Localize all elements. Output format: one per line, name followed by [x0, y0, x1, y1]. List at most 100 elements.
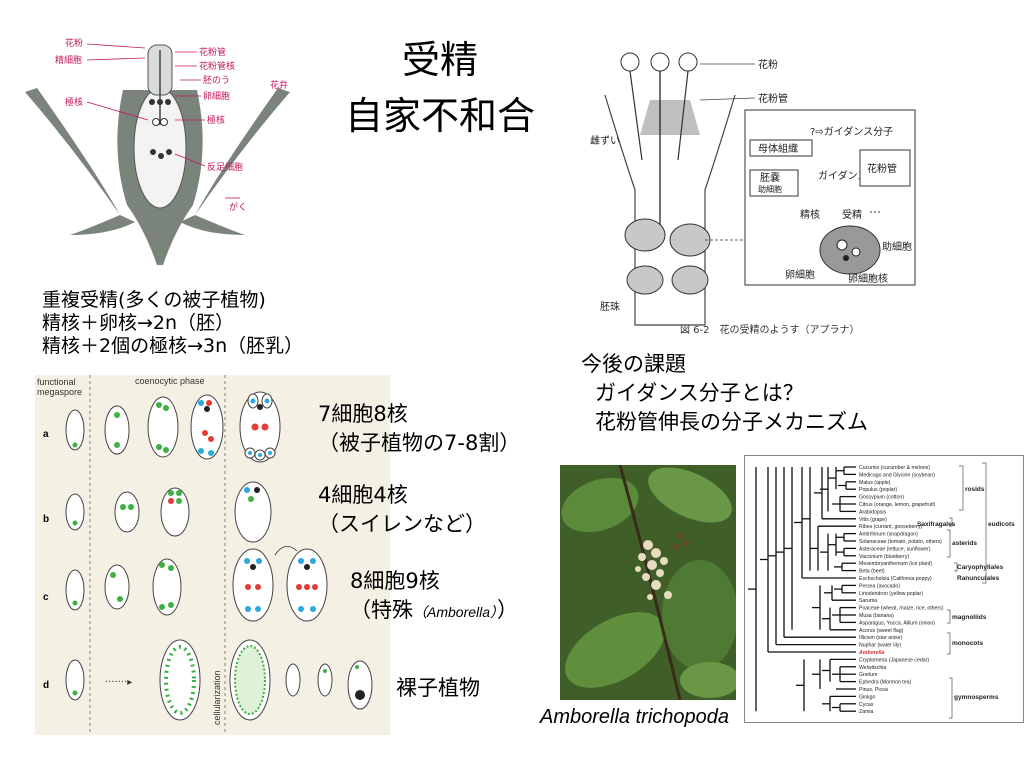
- row-a-cells: [65, 391, 281, 463]
- taxon-label: Cucumis (cucumber & melons): [859, 465, 930, 471]
- future-issues-item-2: 花粉管伸長の分子メカニズム: [595, 410, 868, 434]
- taxon-label: Ephedra (Mormon tea): [859, 680, 911, 686]
- taxon-label: Eschscholzia (California poppy): [859, 576, 932, 582]
- future-issues-heading: 今後の課題: [581, 352, 686, 376]
- group-eudicots: eudicots: [988, 521, 1015, 528]
- type-a-description: 7細胞8核 （被子植物の7-8割）: [318, 400, 520, 458]
- ovule-icon: [671, 265, 709, 295]
- pollen-grain-icon: [650, 52, 670, 72]
- guidance-top-label: ?⇨ガイダンス分子: [810, 125, 893, 138]
- fertilization-diagram: 花粉 花粉管 雌ずい 胚珠 母体組織 ?⇨ガイダンス分子 胚嚢 助細胞 ガイダン…: [590, 52, 916, 336]
- leaf-shape: [680, 662, 736, 698]
- type-c-suffix: ）: [497, 598, 519, 622]
- row-b-cells: [65, 481, 272, 543]
- col-megaspore-label: megaspore: [37, 387, 82, 397]
- taxon-label: Mesembryanthemum (ice plant): [859, 561, 932, 567]
- antipodal-dot: [158, 153, 164, 159]
- row-label-a: a: [43, 429, 49, 440]
- flower-diagram: 花粉 精細胞 極核 花粉管 花粉管核 胚のう 卵細胞 極核 反足細胞 花弁 がく: [25, 37, 290, 265]
- taxon-label: Ribes (currant, gooseberry): [859, 524, 922, 530]
- stigma-tissue: [640, 100, 700, 135]
- taxon-label: Asparagus, Yucca, Allium (onion): [859, 620, 935, 626]
- pollen-tube-box-label: 花粉管: [867, 162, 897, 175]
- type-b-description: 4細胞4核 （スイレンなど）: [318, 481, 486, 539]
- taxon-label: Saruma: [859, 598, 877, 604]
- row-label-c: c: [43, 592, 49, 603]
- label-pollen-tube: 花粉管: [758, 92, 788, 105]
- fertilization-figure-caption: 図 6-2 花の受精のようす（アプラナ）: [680, 323, 860, 336]
- group-gymnosperms: gymnosperms: [954, 694, 999, 701]
- mother-tissue-label: 母体組織: [758, 142, 798, 155]
- taxon-label: Solanaceae (tomato, potato, others): [859, 539, 942, 545]
- group-caryophyllales: Caryophyllales: [957, 564, 1004, 571]
- type-c-line-1: 8細胞9核: [350, 569, 440, 593]
- row-label-d: d: [43, 680, 49, 691]
- taxon-label: Persea (avocado): [859, 583, 900, 589]
- taxon-label: Illicium (star anise): [859, 635, 903, 641]
- taxon-label: Amborella: [858, 650, 884, 656]
- type-c-description: 8細胞9核 （特殊（Amborella））: [350, 567, 518, 627]
- double-fertilization-line-3: 精核＋2個の極核→3n（胚乳）: [42, 335, 304, 357]
- amborella-caption: Amborella trichopoda: [540, 706, 729, 728]
- tree-taxa-labels: Cucumis (cucumber & melons)Medicago and …: [858, 465, 944, 715]
- taxon-label: Medicago and Glycine (soybean): [859, 472, 935, 478]
- type-b-line-1: 4細胞4核: [318, 483, 408, 507]
- egg-nucleus-dot: [149, 99, 155, 105]
- pistil-outline: [604, 94, 736, 326]
- taxon-label: Antirrhinum (snapdragon): [859, 532, 918, 538]
- polar-nucleus: [152, 118, 160, 126]
- egg-cell-label: 卵細胞: [785, 268, 815, 281]
- label-pollen-tube-nucleus: 花粉管核: [199, 60, 235, 72]
- synergid-label: 助細胞: [882, 240, 912, 253]
- ovule-icon: [669, 223, 711, 257]
- taxon-label: Vitis (grape): [859, 517, 887, 523]
- row-d-cells: ·······▸: [65, 639, 373, 721]
- col-phase-label: coenocytic phase: [135, 376, 205, 386]
- amborella-photo: [560, 465, 736, 700]
- pollen-grain-icon: [678, 52, 698, 72]
- cellularization-label: cellularization: [212, 670, 222, 725]
- ovule-zoom-icon: [819, 225, 881, 275]
- egg-nucleus-label: 卵細胞核: [848, 272, 888, 285]
- antipodal-dot: [150, 149, 156, 155]
- taxon-label: Acorus (sweet flag): [859, 628, 904, 634]
- type-c-prefix: （特殊: [350, 598, 413, 622]
- label-polar-nucleus: 極核: [65, 96, 83, 108]
- group-monocots: monocots: [952, 640, 983, 647]
- petal-left: [25, 88, 120, 215]
- future-issues-item-1: ガイダンス分子とは？: [595, 381, 804, 405]
- double-fertilization-text: 重複受精(多くの被子植物) 精核＋卵核→2n（胚） 精核＋2個の極核→3n（胚乳…: [42, 289, 303, 358]
- type-d-description: 裸子植物: [396, 676, 480, 700]
- taxon-label: Malus (apple): [859, 480, 891, 486]
- taxon-label: Pinus, Picea: [859, 687, 888, 693]
- label-sperm-cell: 精細胞: [55, 54, 82, 66]
- taxon-label: Liriodendron (yellow poplar): [859, 591, 923, 597]
- synergid-small-label: 助細胞: [758, 184, 782, 194]
- fertilization-label: 受精: [842, 208, 862, 221]
- taxon-label: Vaccinium (blueberry): [859, 554, 909, 560]
- taxon-label: Cycas: [859, 702, 874, 708]
- type-c-italic: （Amborella）: [413, 604, 498, 620]
- taxon-label: Zamia: [859, 709, 874, 715]
- row-c-cells: [65, 546, 328, 622]
- future-issues: 今後の課題 ガイダンス分子とは？ 花粉管伸長の分子メカニズム: [581, 350, 868, 437]
- title-line-1: 受精: [401, 38, 478, 82]
- embryo-sac-label: 胚嚢: [760, 171, 780, 184]
- leaf-shape: [561, 477, 639, 533]
- stem: [618, 465, 682, 700]
- taxon-label: Asteraceae (lettuce, sunflower): [859, 546, 931, 552]
- double-fertilization-line-2: 精核＋卵核→2n（胚）: [42, 312, 235, 334]
- label-pollen: 花粉: [758, 58, 778, 71]
- group-saxifragales: Saxifragales: [917, 521, 956, 528]
- label-sepal: がく: [229, 201, 247, 213]
- taxon-label: Nuphar (water lily): [859, 643, 901, 649]
- row-label-b: b: [43, 514, 49, 525]
- slide-title: 受精 自家不和合: [290, 32, 590, 144]
- group-rosids: rosids: [965, 486, 985, 493]
- label-pollen-tube: 花粉管: [199, 46, 226, 58]
- embryo-sac-types-figure: functional megaspore coenocytic phase ce…: [35, 375, 390, 735]
- leaf-shape: [662, 560, 736, 670]
- type-a-line-1: 7細胞8核: [318, 402, 408, 426]
- leaf-shape: [648, 467, 732, 523]
- taxon-label: Cryptomeria (Japanese cedar): [859, 657, 929, 663]
